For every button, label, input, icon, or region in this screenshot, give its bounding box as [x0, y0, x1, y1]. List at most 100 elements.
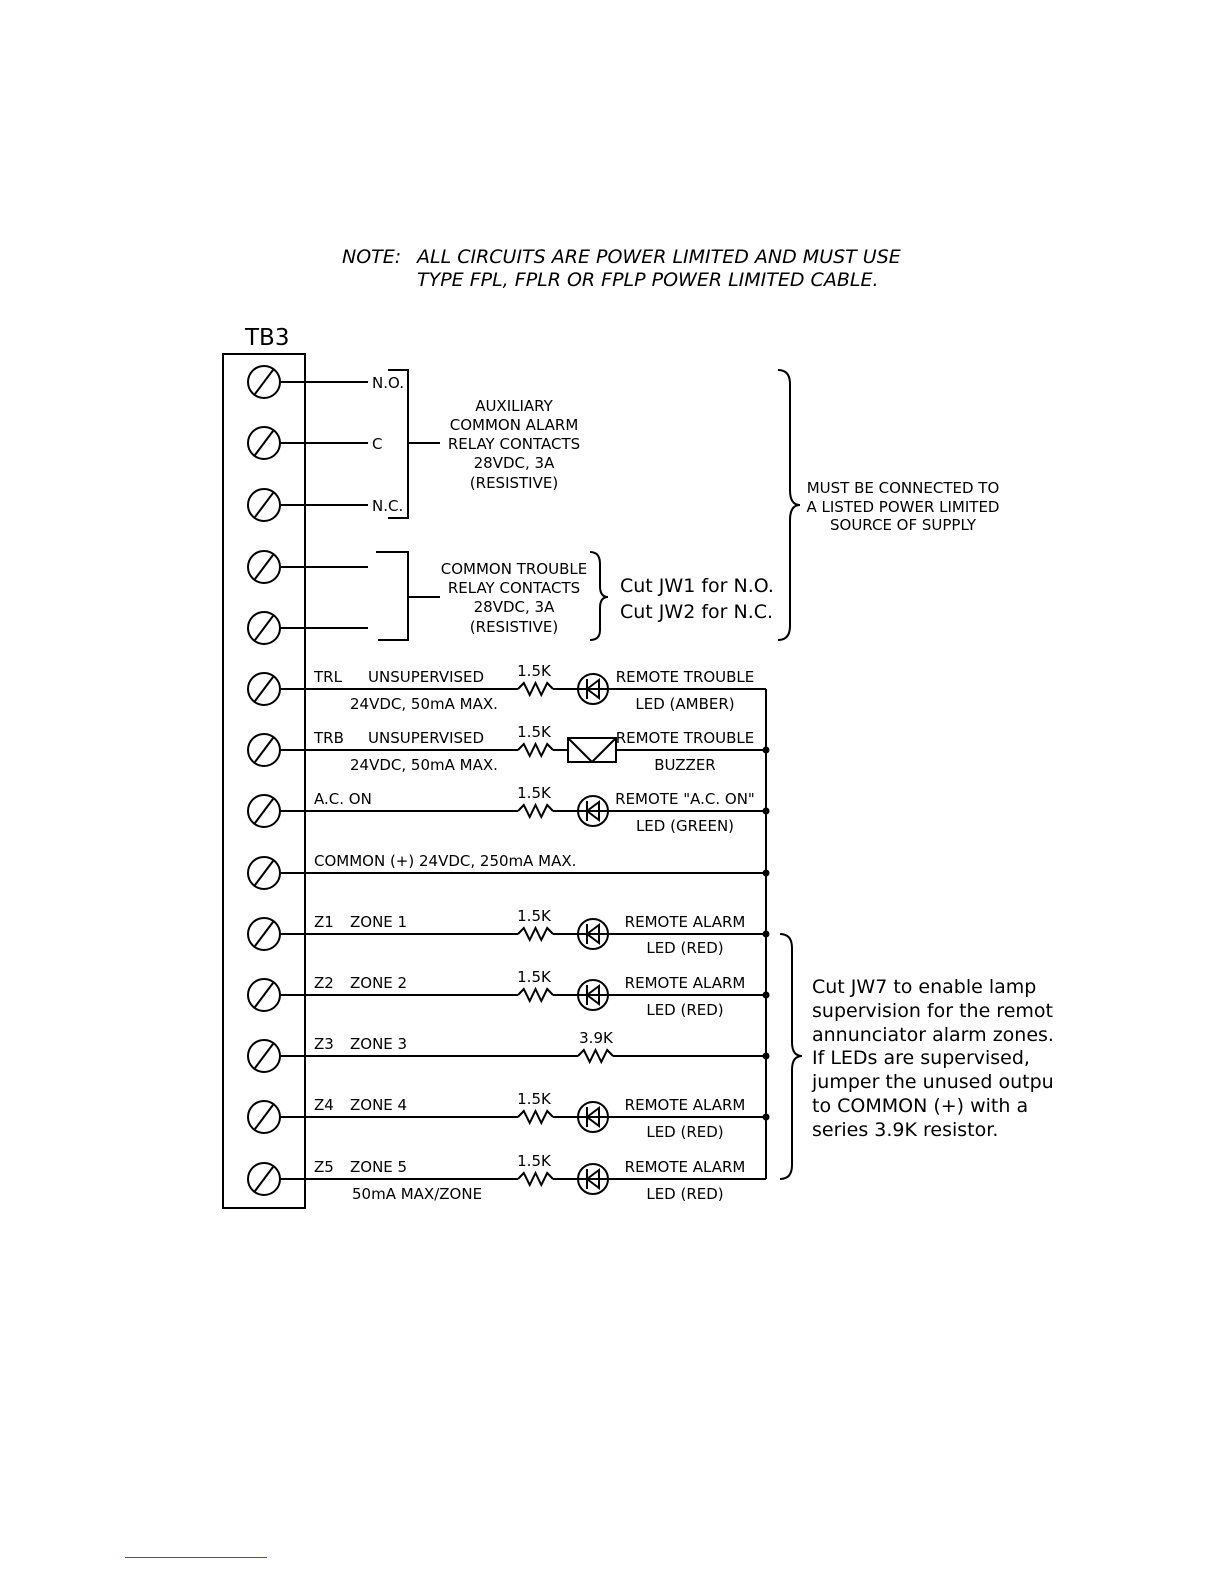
trouble-relay-line: RELAY CONTACTS [448, 579, 580, 597]
resistor-symbol [517, 741, 554, 759]
note-line-2: TYPE FPL, FPLR OR FPLP POWER LIMITED CAB… [417, 269, 878, 291]
z4-device: REMOTE ALARM [625, 1096, 746, 1114]
buzzer-symbol [567, 737, 617, 763]
trouble-relay-line: COMMON TROUBLE [441, 560, 587, 578]
trl-device: REMOTE TROUBLE [616, 668, 755, 686]
z4-device-type: LED (RED) [646, 1123, 723, 1141]
junction-dot [762, 869, 770, 877]
trb-device: REMOTE TROUBLE [616, 729, 755, 747]
terminal-screw [247, 1162, 281, 1196]
supply-note-line: SOURCE OF SUPPLY [830, 516, 977, 534]
jw7-note-line: Cut JW7 to enable lamp [812, 976, 1036, 998]
trb-code: TRB [313, 729, 344, 747]
resistor-symbol [517, 1170, 554, 1188]
ac-device: REMOTE "A.C. ON" [615, 790, 755, 808]
led-symbol [577, 1101, 609, 1133]
terminal-block [222, 353, 306, 1209]
terminal-screws [247, 365, 281, 1196]
terminal-screw [247, 978, 281, 1012]
z1-code: Z1 [314, 913, 334, 931]
resistor-symbol [577, 1047, 614, 1065]
trl-code: TRL [313, 668, 343, 686]
ac-resistor-value: 1.5K [517, 784, 552, 802]
terminal-screw [247, 1039, 281, 1073]
trb-resistor-value: 1.5K [517, 723, 552, 741]
z1-resistor-value: 1.5K [517, 907, 552, 925]
aux-c-label: C [372, 435, 382, 453]
aux-relay-line: 28VDC, 3A [474, 454, 555, 472]
z4-code: Z4 [314, 1096, 334, 1114]
zone-brace [779, 933, 803, 1180]
resistor-symbol [517, 986, 554, 1004]
trouble-relay-text: COMMON TROUBLE RELAY CONTACTS 28VDC, 3A … [441, 560, 587, 636]
jw7-note-line: annunciator alarm zones. [812, 1024, 1054, 1046]
resistor-symbol [517, 802, 554, 820]
aux-relay-text: AUXILIARY COMMON ALARM RELAY CONTACTS 28… [448, 397, 580, 492]
note-line-1: ALL CIRCUITS ARE POWER LIMITED AND MUST … [415, 246, 901, 268]
z5-resistor-value: 1.5K [517, 1152, 552, 1170]
jw2-note: Cut JW2 for N.C. [620, 601, 773, 623]
jw7-note-line: jumper the unused outpu [811, 1071, 1054, 1093]
z4-desc: ZONE 4 [350, 1096, 407, 1114]
leds [577, 673, 609, 1195]
trb-rating: 24VDC, 50mA MAX. [350, 756, 498, 774]
led-symbol [577, 673, 609, 705]
z5-desc: ZONE 5 [350, 1158, 407, 1176]
trouble-relay-line: (RESISTIVE) [470, 618, 558, 636]
junction-dot [762, 930, 770, 938]
jw7-note-line: series 3.9K resistor. [812, 1119, 998, 1141]
z2-desc: ZONE 2 [350, 974, 407, 992]
z2-device: REMOTE ALARM [625, 974, 746, 992]
supply-note-line: A LISTED POWER LIMITED [807, 498, 1000, 516]
aux-relay-wiring [281, 369, 440, 519]
trl-desc: UNSUPERVISED [368, 668, 484, 686]
z2-device-type: LED (RED) [646, 1001, 723, 1019]
jw7-note: Cut JW7 to enable lamp supervision for t… [811, 976, 1054, 1141]
aux-relay-line: AUXILIARY [475, 397, 553, 415]
z5-device: REMOTE ALARM [625, 1158, 746, 1176]
terminal-screw [247, 550, 281, 584]
z1-device-type: LED (RED) [646, 939, 723, 957]
resistors [517, 680, 614, 1188]
jw1-note: Cut JW1 for N.O. [620, 575, 774, 597]
jw7-note-line: If LEDs are supervised, [812, 1047, 1030, 1069]
trouble-relay-brace [589, 551, 609, 641]
trb-device-type: BUZZER [654, 756, 715, 774]
terminal-screw [247, 1100, 281, 1134]
cable-note: NOTE: ALL CIRCUITS ARE POWER LIMITED AND… [342, 246, 901, 291]
terminal-screw [247, 794, 281, 828]
supply-note-line: MUST BE CONNECTED TO [807, 479, 1000, 497]
aux-relay-line: COMMON ALARM [450, 416, 579, 434]
resistor-symbol [517, 1108, 554, 1126]
terminal-screw [247, 672, 281, 706]
trl-device-type: LED (AMBER) [635, 695, 734, 713]
junction-dot [762, 1052, 770, 1060]
junction-dot [762, 1113, 770, 1121]
z1-device: REMOTE ALARM [625, 913, 746, 931]
terminal-screw [247, 611, 281, 645]
jw7-note-line: to COMMON (+) with a [812, 1095, 1028, 1117]
z4-resistor-value: 1.5K [517, 1090, 552, 1108]
aux-relay-line: RELAY CONTACTS [448, 435, 580, 453]
z5-rating: 50mA MAX/ZONE [352, 1185, 482, 1203]
z3-code: Z3 [314, 1035, 334, 1053]
z2-code: Z2 [314, 974, 334, 992]
junction-dot [762, 991, 770, 999]
ac-device-type: LED (GREEN) [636, 817, 734, 835]
z3-resistor-value: 3.9K [579, 1029, 614, 1047]
footer-rule [125, 1557, 267, 1558]
trl-rating: 24VDC, 50mA MAX. [350, 695, 498, 713]
terminal-screw [247, 426, 281, 460]
jw7-note-line: supervision for the remot [812, 1000, 1053, 1022]
ac-code: A.C. ON [314, 790, 372, 808]
z5-device-type: LED (RED) [646, 1185, 723, 1203]
terminal-screw [247, 917, 281, 951]
led-symbol [577, 979, 609, 1011]
supply-note: MUST BE CONNECTED TO A LISTED POWER LIMI… [807, 479, 1000, 534]
trouble-relay-line: 28VDC, 3A [474, 598, 555, 616]
terminal-screw [247, 856, 281, 890]
led-symbol [577, 1163, 609, 1195]
output-wiring [281, 688, 767, 1180]
z5-code: Z5 [314, 1158, 334, 1176]
